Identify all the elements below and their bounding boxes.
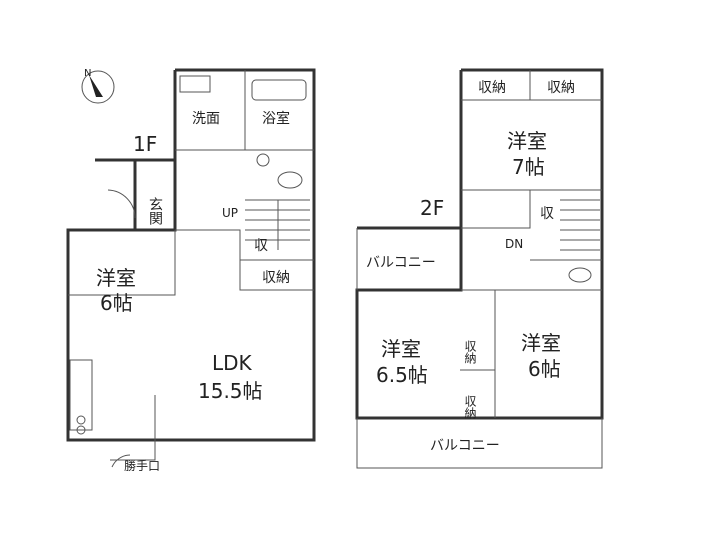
closet-2f-mid1: 収納 [463,340,477,364]
closet-small-1f: 収 [254,238,268,254]
floor-1f: 1F 洗面 浴室 玄関 UP 収 収納 洋室 6帖 LDK 15.5帖 勝手口 [66,68,316,473]
north-arrow-icon: N [81,68,115,104]
label-up: UP [222,206,238,220]
room-youshitsu-1f-size: 6帖 [100,291,133,315]
room-65-size: 6.5帖 [376,363,428,387]
room-6-size: 6帖 [528,357,561,381]
compass-label: N [84,68,91,79]
room-6-name: 洋室 [521,331,561,355]
label-back-door: 勝手口 [124,458,160,473]
room-youshitsu-1f-name: 洋室 [96,266,136,290]
room-ldk-name: LDK [212,351,253,375]
balcony-top: バルコニー [366,255,436,271]
room-7-size: 7帖 [512,155,545,179]
room-washroom: 洗面 [192,111,220,127]
closet-2f-right: 収納 [547,80,575,96]
closet-2f-left: 収納 [478,80,506,96]
label-dn: DN [505,237,523,251]
floor-2f: 2F 収納 収納 洋室 7帖 収 バルコニー DN 洋室 6.5帖 収納 収納 … [355,68,604,469]
floor-label-2f: 2F [420,196,444,220]
floor-label-1f: 1F [133,132,157,156]
closet-2f-mid2: 収納 [463,395,477,419]
room-65-name: 洋室 [381,337,421,361]
room-7-name: 洋室 [507,129,547,153]
closet-1f: 収納 [262,270,290,286]
room-bath: 浴室 [262,110,290,127]
room-ldk-size: 15.5帖 [198,379,263,403]
room-entrance-top: 玄関 [147,196,163,226]
balcony-bottom: バルコニー [430,438,500,454]
closet-small-2f: 収 [540,206,554,222]
